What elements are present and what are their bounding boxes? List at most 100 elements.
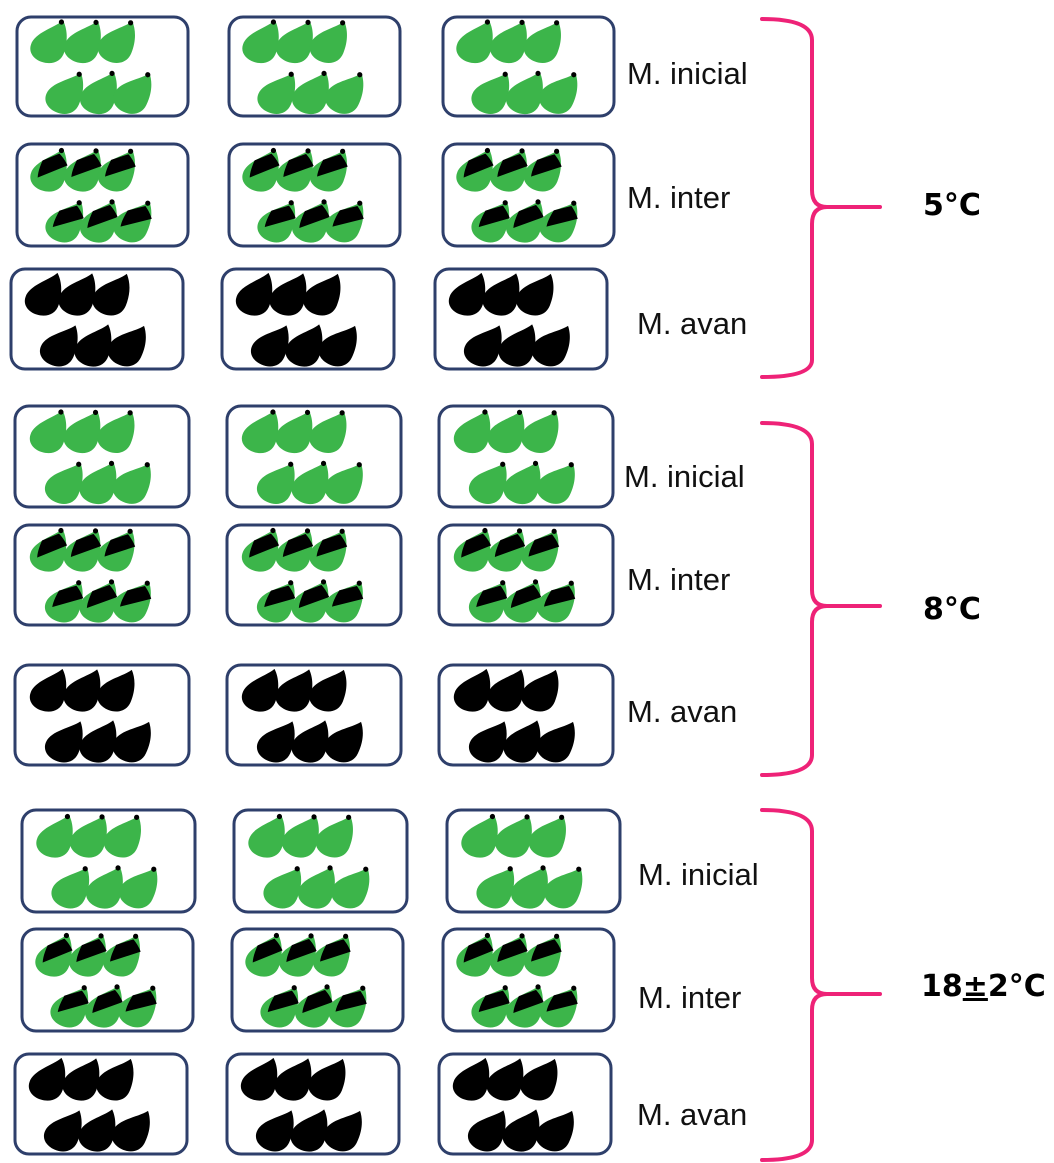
green-fruit xyxy=(467,63,517,120)
ripening-fruit xyxy=(93,141,143,197)
green-fruit xyxy=(502,64,550,119)
green-fruit xyxy=(32,807,80,863)
green-fruit xyxy=(252,453,303,510)
fruit-stem xyxy=(551,410,557,416)
fruit-stem xyxy=(98,933,104,939)
fruit-stem xyxy=(357,72,363,78)
fruit-stem xyxy=(340,148,346,154)
green-fruit xyxy=(499,454,548,509)
green-fruit xyxy=(457,807,505,863)
dark-band xyxy=(119,988,162,1013)
fruit-stem xyxy=(571,200,577,206)
fruit-stem xyxy=(76,461,82,467)
ripening-fruit xyxy=(81,977,129,1033)
fruit-stem xyxy=(58,147,65,154)
dark-band xyxy=(487,531,531,558)
fruit-stem xyxy=(144,462,150,468)
green-fruit xyxy=(278,807,326,863)
dark-band xyxy=(506,987,549,1014)
green-fruit xyxy=(238,403,285,458)
ripening-fruit xyxy=(26,521,73,577)
green-fruit xyxy=(40,453,91,510)
dark-band xyxy=(241,530,284,559)
fruit-stem xyxy=(324,984,330,990)
ripening-fruit xyxy=(519,141,569,197)
ripening-fruit xyxy=(46,976,96,1033)
dark-band xyxy=(295,987,338,1014)
row-initial: M. inicial xyxy=(13,402,745,510)
dark-band xyxy=(85,987,128,1014)
green-fruit xyxy=(244,807,292,863)
fruit-stem xyxy=(519,19,525,26)
plus-minus-sign: ± xyxy=(963,969,988,1004)
ripening-fruit xyxy=(308,926,358,982)
fruit-stem xyxy=(81,985,87,991)
fruit-stem xyxy=(76,200,82,206)
dark-band xyxy=(490,151,533,178)
ripening-fruit xyxy=(288,192,336,248)
fruit-stem xyxy=(58,527,64,534)
fruit-stem xyxy=(109,199,115,205)
fruit-cluster xyxy=(238,12,372,120)
green-fruit xyxy=(534,63,586,120)
green-fruit xyxy=(271,403,320,458)
dark-band xyxy=(258,203,301,228)
green-fruit xyxy=(41,63,91,120)
dark-band xyxy=(97,531,141,558)
fruit-stem xyxy=(571,985,577,991)
green-fruit xyxy=(238,13,286,68)
fruit-stem xyxy=(535,199,541,205)
ripening-fruit xyxy=(275,926,323,982)
fruit-cluster xyxy=(26,12,160,120)
fruit-stem xyxy=(305,19,311,26)
ripening-fruit xyxy=(519,926,569,982)
fruit-stem xyxy=(502,985,508,991)
green-fruit xyxy=(99,807,149,863)
fruit-stem xyxy=(516,409,523,416)
dark-band xyxy=(472,988,515,1013)
green-fruit xyxy=(114,857,166,915)
fruit-stem xyxy=(92,528,99,534)
ripening-fruit xyxy=(252,571,303,628)
fruit-stem xyxy=(482,527,488,534)
fruit-stem xyxy=(502,200,508,206)
row-intermediate: M. inter xyxy=(13,521,730,629)
fruit-cluster xyxy=(238,402,371,510)
green-fruit xyxy=(93,12,143,69)
green-fruit xyxy=(259,857,309,914)
maturity-label: M. avan xyxy=(627,694,737,729)
maturity-label: M. inter xyxy=(638,980,741,1015)
ripening-fruit xyxy=(450,521,497,577)
fruit-stem xyxy=(356,580,362,586)
green-fruit xyxy=(82,858,130,914)
dark-band xyxy=(114,203,157,228)
fruit-stem xyxy=(363,866,369,872)
fruit-stem xyxy=(554,148,560,154)
green-fruit xyxy=(486,13,534,68)
dark-band xyxy=(245,935,288,964)
fruit-stem xyxy=(108,579,115,585)
fruit-stem xyxy=(150,985,156,991)
dark-band xyxy=(292,202,335,229)
dark-band xyxy=(456,150,499,179)
fruit-stem xyxy=(76,71,82,77)
group-5c: M. inicial M. inter M. avan 5°C xyxy=(9,12,981,379)
green-fruit xyxy=(305,402,355,459)
fruit-stem xyxy=(340,20,346,26)
fruit-stem xyxy=(535,984,541,990)
dark-band xyxy=(103,936,146,963)
green-fruit xyxy=(93,402,143,459)
fruit-stem xyxy=(519,933,525,939)
fruit-stem xyxy=(500,461,506,467)
fruit-cluster xyxy=(244,807,378,915)
green-fruit xyxy=(483,403,532,458)
dark-band xyxy=(472,203,515,228)
ripening-fruit xyxy=(532,571,583,629)
ripening-fruit xyxy=(93,521,143,577)
fruit-cluster xyxy=(457,807,591,915)
dark-band xyxy=(310,151,353,178)
fruit-stem xyxy=(559,814,565,820)
fruit-stem xyxy=(270,409,276,415)
dark-band xyxy=(45,583,89,608)
